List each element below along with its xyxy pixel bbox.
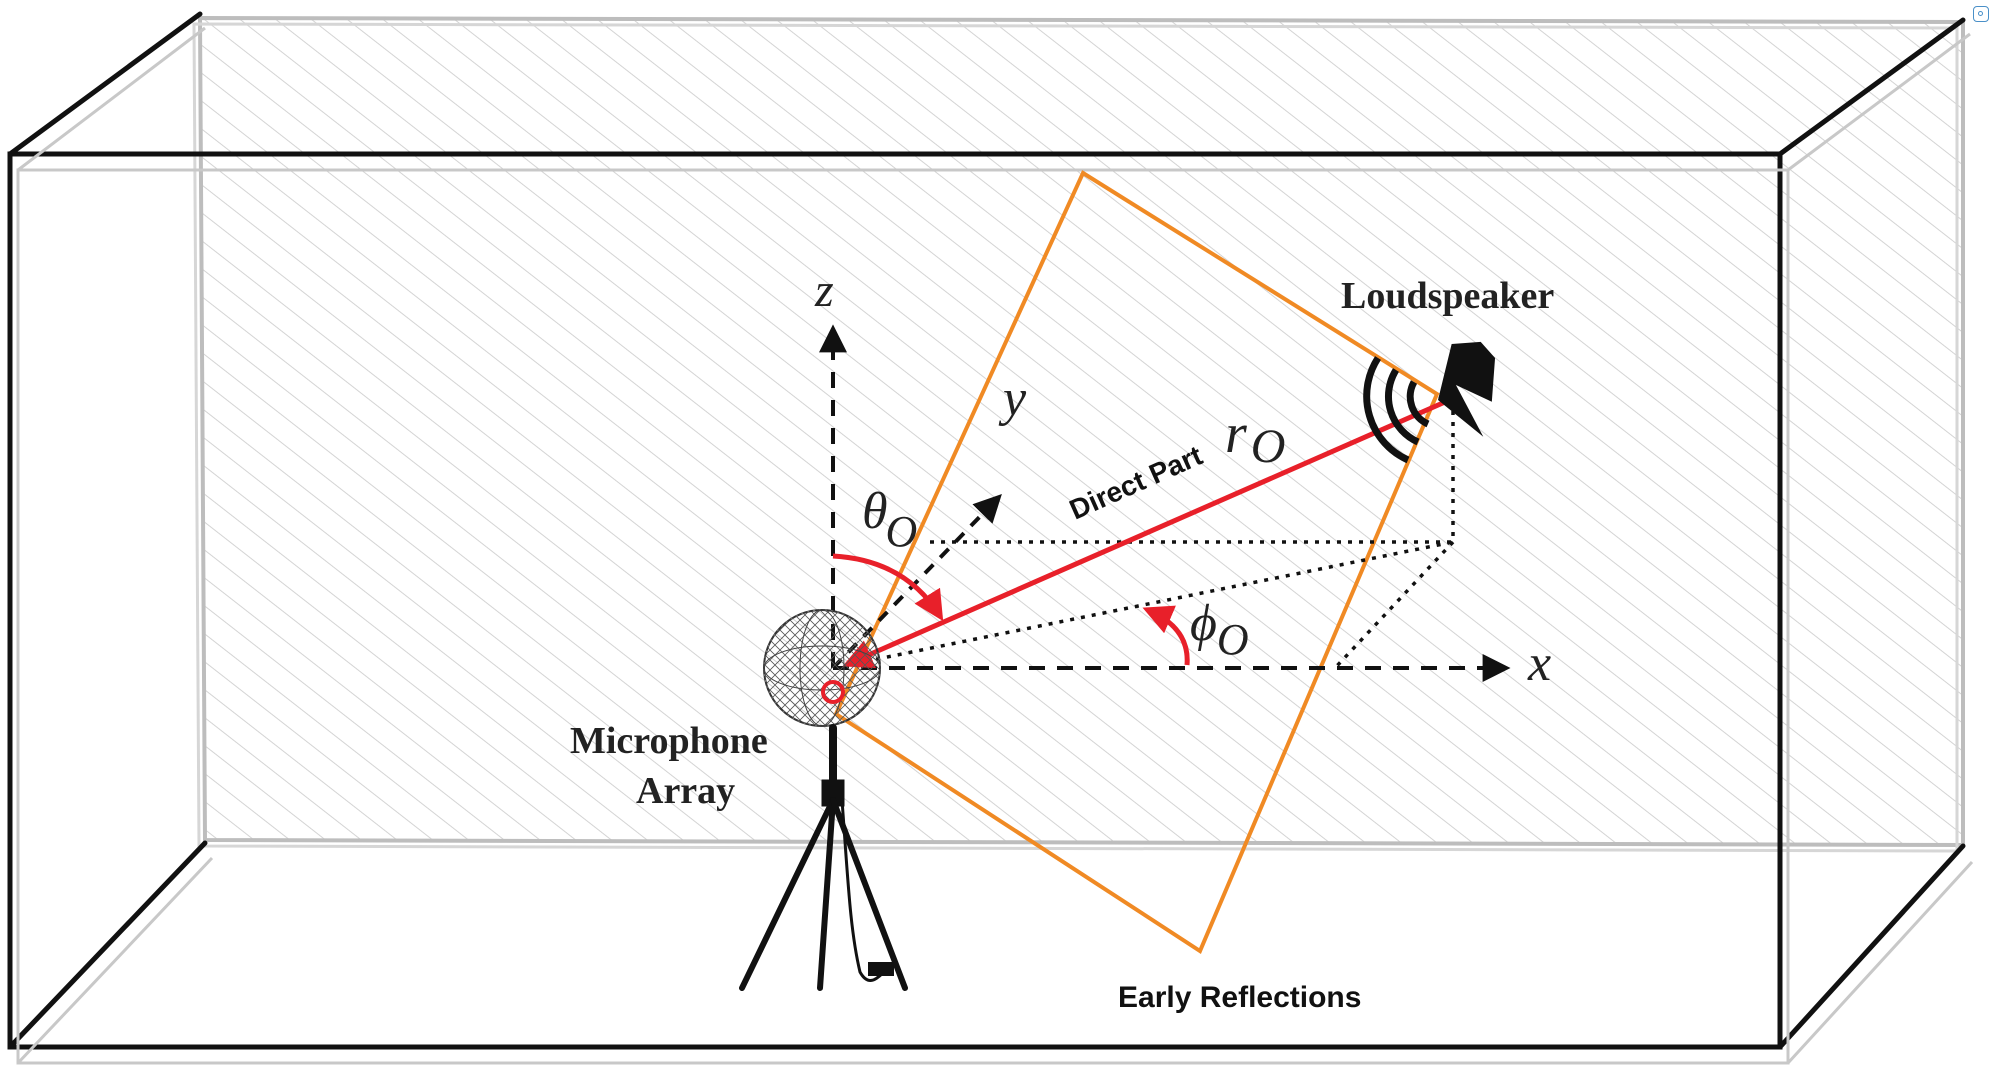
direct-path-arrow [842,399,1447,669]
room-frame [7,11,1966,1050]
room-frame-shadow [16,26,1974,1065]
array-center-marker [821,680,845,704]
microphone-label-line2: Array [636,770,735,812]
phi-angle-label: ϕO [1190,595,1249,664]
expand-icon[interactable] [1973,6,1989,22]
y-axis [831,493,1002,670]
loudspeaker-label: Loudspeaker [1341,275,1554,317]
early-reflection-plane [833,170,1440,954]
r-distance-label: rO [1225,403,1285,473]
phi-angle-arc [1142,605,1190,666]
spherical-microphone-array-icon [763,609,881,727]
theta-angle-label: θO [862,483,917,556]
theta-angle-arc [832,553,944,622]
projection-lines [832,400,1455,670]
z-axis-label: z [814,264,834,317]
tripod-icon [739,724,908,991]
back-wall [192,15,1965,853]
y-axis-label: y [998,370,1027,427]
early-reflections-label: Early Reflections [1118,981,1361,1014]
x-axis-label: x [1527,635,1551,692]
speaker-icon [1363,341,1496,464]
microphone-label-line1: Microphone [570,720,768,762]
